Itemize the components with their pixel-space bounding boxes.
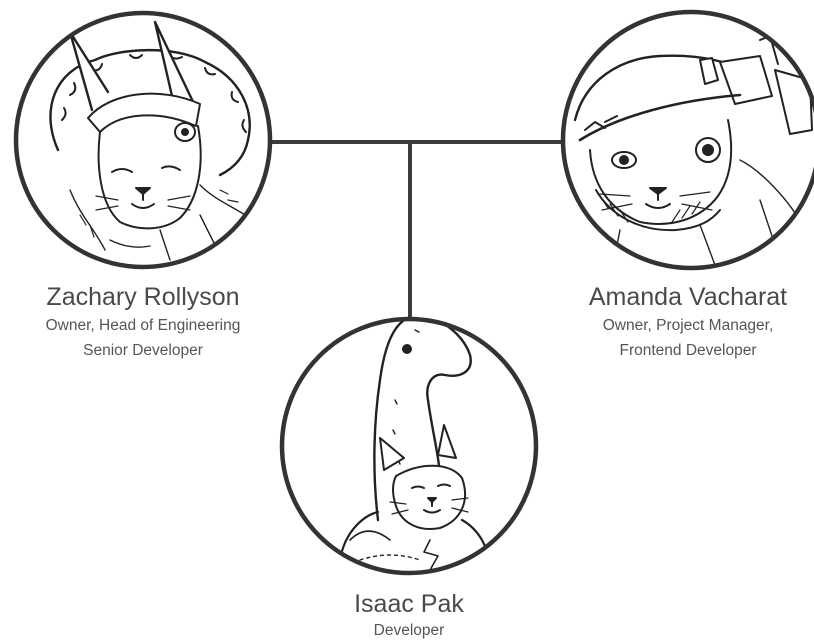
member-name-amanda: Amanda Vacharat — [562, 282, 814, 312]
connector-lines — [268, 142, 563, 320]
member-name-isaac: Isaac Pak — [309, 589, 509, 619]
member-role-zachary-line2: Senior Developer — [0, 340, 286, 362]
avatar-isaac — [282, 316, 536, 575]
member-role-amanda-line2: Frontend Developer — [562, 340, 814, 362]
member-role-amanda-line1: Owner, Project Manager, — [562, 315, 814, 337]
avatar-amanda — [563, 12, 814, 268]
member-role-isaac: Developer — [309, 620, 509, 642]
member-role-zachary-line1: Owner, Head of Engineering — [0, 315, 286, 337]
avatar-zachary — [16, 13, 270, 267]
member-name-zachary: Zachary Rollyson — [0, 282, 286, 312]
